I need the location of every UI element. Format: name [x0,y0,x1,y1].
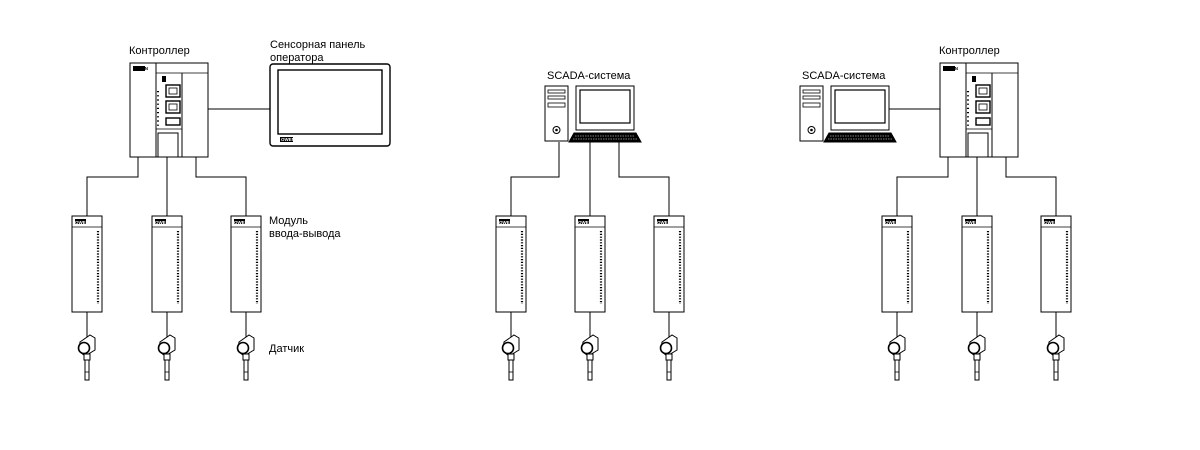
io-module-a1 [70,214,104,320]
io-module-brand-mark: OWEN [155,220,169,225]
sensor-a2 [157,317,176,381]
wire-bus-c-1 [896,157,949,216]
controller-device-c [939,62,1019,158]
group-scada-controller: OWEN OWEN OWEN OWEN [799,62,1073,381]
group-controller-panel: OWEN OWEN OWEN OWEN OWEN [70,62,391,381]
wire-bus-b-1 [510,142,560,216]
io-module-b3 [652,214,686,320]
io-module-brand-mark: OWEN [578,220,592,225]
io-module-c1 [880,214,914,320]
scada-computer-c [799,85,897,143]
io-module-brand-mark: OWEN [75,220,89,225]
io-module-brand-mark: OWEN [1044,220,1058,225]
sensor-b3 [659,317,678,381]
sensor-c1 [887,317,906,381]
io-module-brand-mark: OWEN [499,220,513,225]
io-module-a2 [150,214,184,320]
panel-brand-mark: OWEN [281,137,295,142]
wire-bus-a-3 [195,157,247,216]
controller-brand-mark: OWEN [134,66,148,71]
label-controller-c: Контроллер [939,45,1000,57]
wire-bus-a-1 [86,157,139,216]
sensor-b2 [580,317,599,381]
label-scada-system: SCADA-система [547,70,631,82]
sensor-a1 [77,317,96,381]
io-module-c3 [1039,214,1073,320]
group-scada: OWEN OWEN OWEN [494,85,686,381]
sensor-c3 [1046,317,1065,381]
io-module-brand-mark: OWEN [657,220,671,225]
io-module-brand-mark: OWEN [885,220,899,225]
label-controller: Контроллер [129,45,190,57]
label-touch-panel: Сенсорная панель оператора [270,39,366,64]
label-sensor: Датчик [269,343,305,355]
io-module-brand-mark: OWEN [234,220,248,225]
sensor-b1 [501,317,520,381]
controller-device [129,62,209,158]
wire-bus-b-3 [618,142,670,216]
label-io-module: Модуль ввода-вывода [269,215,341,240]
touch-panel-device [269,63,391,147]
sensor-c2 [967,317,986,381]
sensor-a3 [236,317,255,381]
io-module-c2 [960,214,994,320]
scada-computer [544,85,642,143]
label-scada-system-c: SCADA-система [802,70,886,82]
io-module-b2 [573,214,607,320]
io-module-b1 [494,214,528,320]
io-module-a3 [229,214,263,320]
controller-brand-mark: OWEN [944,66,958,71]
io-module-brand-mark: OWEN [965,220,979,225]
wire-bus-c-3 [1005,157,1057,216]
